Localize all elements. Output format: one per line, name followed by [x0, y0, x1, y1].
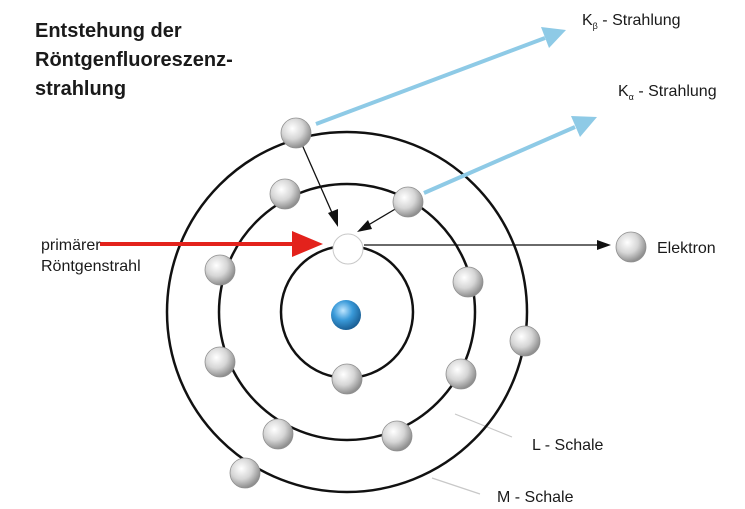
- m-shell: [165, 130, 529, 494]
- ejected-electron: [615, 231, 647, 263]
- primary-beam-label-line-1: primärer: [41, 237, 101, 254]
- m-to-k-transition-arrowhead: [328, 209, 338, 227]
- primary-beam-label-line-2: Röntgenstrahl: [41, 258, 141, 275]
- m-shell-label: M - Schale: [497, 489, 574, 506]
- l-shell-electron: [262, 418, 294, 450]
- l-shell-electron: [392, 186, 424, 218]
- k-shell-vacancy: [332, 233, 364, 265]
- l-shell-electron: [445, 358, 477, 390]
- primary-beam-arrowhead: [292, 231, 323, 257]
- electron-label: Elektron: [657, 240, 716, 257]
- m-to-k-transition-line: [299, 139, 334, 216]
- k-beta-arrow-line: [315, 36, 546, 126]
- l-shell-leader: [454, 413, 513, 438]
- l-to-k-transition-line: [364, 207, 398, 228]
- k-alpha-arrowhead: [571, 116, 597, 137]
- k-beta-arrowhead: [541, 27, 566, 48]
- l-shell-label: L - Schale: [532, 437, 604, 454]
- l-to-k-transition-arrowhead: [357, 220, 372, 232]
- k-alpha-arrow-line: [423, 125, 576, 195]
- l-shell-electron: [269, 178, 301, 210]
- k-beta-label: Kβ - Strahlung: [582, 12, 681, 31]
- l-shell-electron: [204, 254, 236, 286]
- m-shell-leader: [431, 477, 481, 495]
- k-alpha-label: Kα - Strahlung: [618, 83, 717, 102]
- m-shell-electron: [229, 457, 261, 489]
- ejected-electron-arrowhead: [597, 240, 611, 250]
- title-line-2: Röntgenfluoreszenz-: [35, 49, 233, 71]
- m-shell-electron: [280, 117, 312, 149]
- l-shell-electron: [204, 346, 236, 378]
- l-shell-electron: [452, 266, 484, 298]
- k-shell-electron: [331, 363, 363, 395]
- l-shell: [217, 182, 477, 442]
- l-shell-electron: [381, 420, 413, 452]
- m-shell-electron: [509, 325, 541, 357]
- title-line-3: strahlung: [35, 78, 126, 100]
- nucleus: [331, 300, 361, 330]
- title-line-1: Entstehung der: [35, 20, 182, 42]
